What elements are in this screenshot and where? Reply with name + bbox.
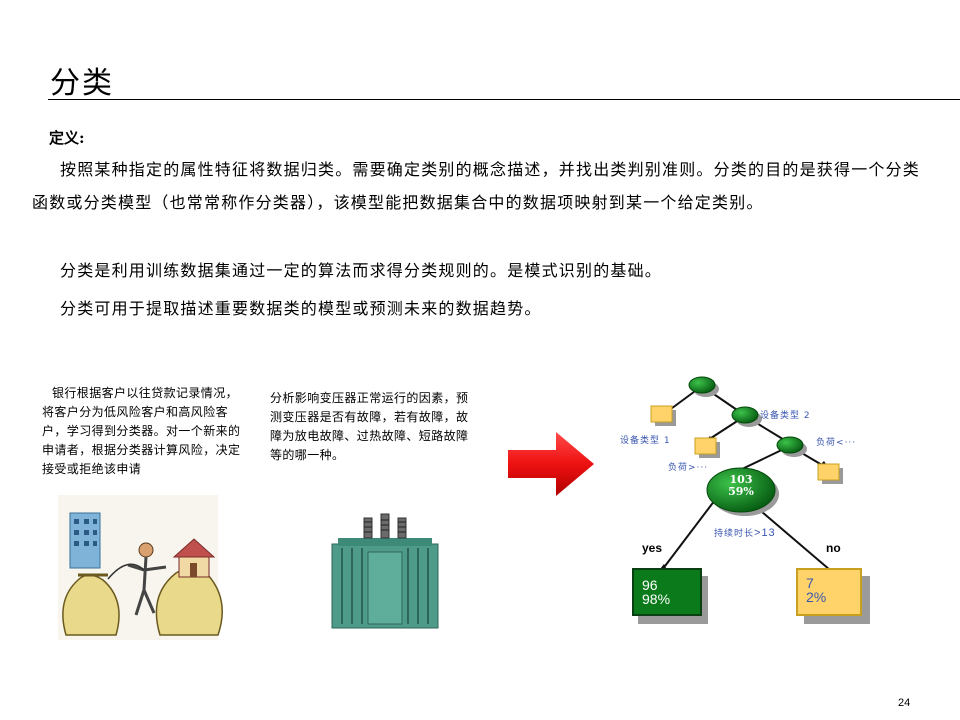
rule-text: 分类是利用训练数据集通过一定的算法而求得分类规则的。是模式识别的基础。 [60, 261, 663, 280]
leaf-yes-box: 96 98% [632, 568, 702, 616]
root-node-stats: 103 59% [707, 474, 775, 498]
label-device-type-1: 设备类型 1 [620, 436, 671, 446]
definition-label: 定义: [49, 129, 85, 147]
label-duration-value: >13 [754, 527, 776, 539]
tree-edges [650, 376, 843, 574]
label-duration-text: 持续时长 [714, 529, 755, 539]
title-divider [48, 99, 960, 100]
usage-text: 分类可用于提取描述重要数据类的模型或预测未来的数据趋势。 [60, 299, 542, 318]
rule-paragraph: 分类是利用训练数据集通过一定的算法而求得分类规则的。是模式识别的基础。 [32, 254, 932, 287]
definition-text: 按照某种指定的属性特征将数据归类。需要确定类别的概念描述，并找出类判别准则。分类… [32, 160, 921, 212]
definition-paragraph: 按照某种指定的属性特征将数据归类。需要确定类别的概念描述，并找出类判别准则。分类… [32, 153, 932, 219]
leaf-yes-pct: 98% [642, 591, 671, 607]
right-arrow-icon [508, 432, 594, 496]
bank-example-text: 银行根据客户以往贷款记录情况，将客户分为低风险客户和高风险客户，学习得到分类器。… [42, 384, 242, 479]
bank-example-body: 银行根据客户以往贷款记录情况，将客户分为低风险客户和高风险客户，学习得到分类器。… [42, 386, 241, 476]
usage-paragraph: 分类可用于提取描述重要数据类的模型或预测未来的数据趋势。 [32, 292, 932, 325]
page-title: 分类 [50, 66, 114, 101]
branch-yes: yes [642, 541, 663, 555]
leaf-yes-count: 96 [642, 577, 658, 593]
leaf-no-count: 7 [806, 575, 814, 591]
tree-nodes [688, 376, 804, 513]
label-device-type-2: 设备类型 2 [760, 411, 811, 421]
label-load-lt: 负荷<··· [816, 438, 857, 448]
label-duration: 持续时长>13 [714, 526, 776, 539]
leaf-no-pct: 2% [806, 589, 827, 605]
root-pct: 59% [728, 485, 754, 498]
transformer-illustration [331, 513, 439, 629]
transformer-example-text: 分析影响变压器正常运行的因素，预测变压器是否有故障，若有故障，故障为放电故障、过… [270, 391, 469, 462]
money-bags-illustration [58, 495, 223, 640]
leaf-no-box: 7 2% [796, 568, 862, 616]
decision-tree: 设备类型 2 设备类型 1 负荷<··· 负荷>··· 103 59% 持续时长… [590, 370, 950, 640]
root-count: 103 [729, 473, 753, 486]
branch-no: no [826, 541, 841, 555]
label-load-gt: 负荷>··· [668, 463, 709, 473]
page-number: 24 [898, 697, 911, 709]
